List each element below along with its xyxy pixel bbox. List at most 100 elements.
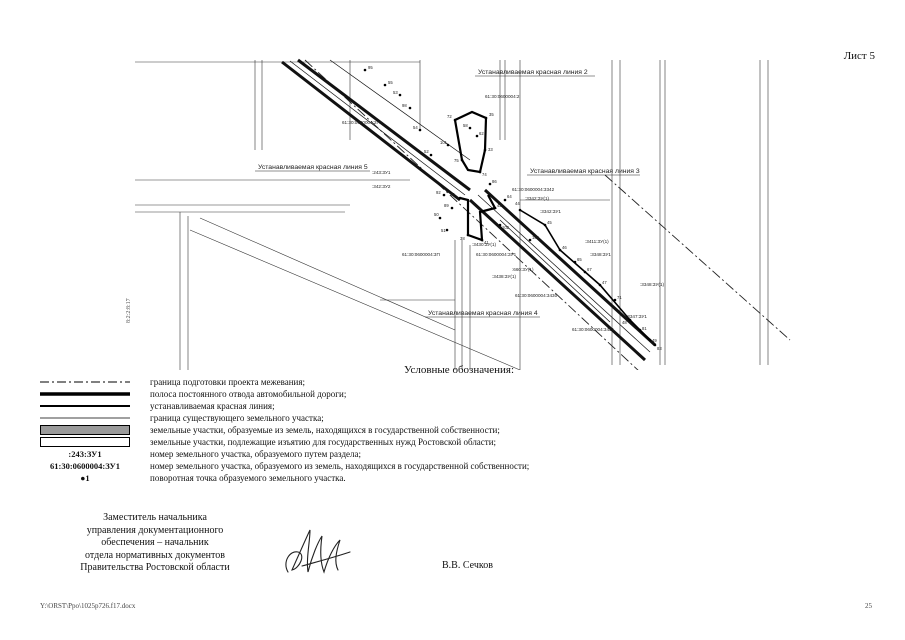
parcel-label: :3348:ЗУ1 bbox=[590, 252, 611, 257]
legend-item: граница подготовки проекта межевания; bbox=[40, 376, 680, 388]
road-band bbox=[281, 58, 657, 362]
parcel-label: 61:30:0600004:3П bbox=[402, 252, 440, 257]
white-box-symbol bbox=[40, 437, 130, 447]
svg-text:101: 101 bbox=[440, 140, 448, 145]
svg-text:51: 51 bbox=[441, 228, 446, 233]
position-line: отдела нормативных документов bbox=[85, 549, 225, 561]
svg-text:50: 50 bbox=[434, 212, 439, 217]
street-grid bbox=[135, 60, 769, 370]
road-inner-lines bbox=[289, 59, 651, 353]
red-line-2-label: Устанавливаемая красная линия 2 bbox=[478, 69, 588, 76]
red-line-4-label: Устанавливаемая красная линия 4 bbox=[428, 310, 538, 317]
parcel-label: :660:ЗУ(1) bbox=[512, 267, 534, 272]
dashdot-line-symbol bbox=[40, 381, 130, 383]
legend-text: поворотная точка образуемого земельного … bbox=[150, 473, 346, 483]
svg-text:46: 46 bbox=[562, 245, 567, 250]
svg-text:45: 45 bbox=[547, 220, 552, 225]
cadastral-map: Устанавливаемая красная линия 2 Устанавл… bbox=[135, 58, 791, 370]
file-path: Y:\ORST\Ppo\1025p726.f17.docx bbox=[40, 602, 136, 610]
parcel-label: :243:ЗУ1 bbox=[372, 170, 391, 175]
svg-text:65: 65 bbox=[577, 257, 582, 262]
legend-text: полоса постоянного отвода автомобильной … bbox=[150, 389, 347, 399]
svg-text:86: 86 bbox=[492, 179, 497, 184]
parcel-label: 61:30:0600004:3431 bbox=[572, 327, 615, 332]
svg-text:62: 62 bbox=[479, 131, 484, 136]
svg-text:75: 75 bbox=[454, 158, 459, 163]
parcel-label: :3347:ЗУ1 bbox=[626, 314, 647, 319]
margin-note: 8:2:2:8:17 bbox=[126, 298, 132, 323]
turning-points: 72 75 74 33 35 36 38 41 43 44 45 46 47 4… bbox=[363, 65, 662, 351]
legend-item: земельные участки, образуемые из земель,… bbox=[40, 424, 680, 436]
parcel-label: 61:30:0600004:2Гo bbox=[342, 120, 382, 125]
page-number: 25 bbox=[865, 602, 872, 610]
gray-box-symbol bbox=[40, 425, 130, 435]
svg-text:35: 35 bbox=[489, 112, 494, 117]
legend-text: граница существующего земельного участка… bbox=[150, 413, 324, 423]
parcel-label: 61:30:0600004:3430 bbox=[515, 293, 558, 298]
svg-text:72: 72 bbox=[447, 114, 452, 119]
position-line: Заместитель начальника bbox=[103, 512, 207, 523]
road-band-symbol bbox=[40, 392, 130, 396]
position-line: управления документационного bbox=[86, 524, 224, 536]
parcel-label: :3342:ЗУ1 bbox=[540, 209, 561, 214]
svg-text:54: 54 bbox=[413, 125, 418, 130]
legend-item: земельные участки, подлежащие изъятию дл… bbox=[40, 436, 680, 448]
svg-text:41: 41 bbox=[484, 240, 489, 245]
legend-item: :243:ЗУ1 номер земельного участка, образ… bbox=[40, 448, 680, 460]
thin-line-symbol bbox=[40, 417, 130, 419]
svg-text:44: 44 bbox=[515, 201, 520, 206]
svg-text:95: 95 bbox=[368, 65, 373, 70]
svg-text:71: 71 bbox=[617, 295, 622, 300]
svg-text:74: 74 bbox=[482, 172, 487, 177]
legend-item: устанавливаемая красная линия; bbox=[40, 400, 680, 412]
svg-text:47: 47 bbox=[602, 280, 607, 285]
parcel-label: :3438:ЗУ(1) bbox=[492, 274, 516, 279]
parcel-label: 61:30:0600004:2 bbox=[485, 94, 520, 99]
position-line: Правительства Ростовской области bbox=[80, 562, 230, 573]
legend-item: 61:30:0600004:ЗУ1 номер земельного участ… bbox=[40, 460, 680, 472]
red-line-3-label: Устанавливаемая красная линия 3 bbox=[530, 168, 640, 175]
legend-text: номер земельного участка, образуемого пу… bbox=[150, 449, 361, 459]
position-line: обеспечения – начальник bbox=[101, 537, 209, 548]
legend-text: номер земельного участка, образуемого из… bbox=[150, 461, 530, 471]
legend-text: земельные участки, образуемые из земель,… bbox=[150, 425, 500, 435]
svg-text:89: 89 bbox=[444, 203, 449, 208]
svg-text:92: 92 bbox=[436, 190, 441, 195]
legend-item: ●1 поворотная точка образуемого земельно… bbox=[40, 472, 680, 484]
svg-text:33: 33 bbox=[488, 147, 493, 152]
svg-text:102: 102 bbox=[502, 225, 510, 230]
legend-title: Условные обозначения: bbox=[404, 364, 515, 376]
svg-text:83: 83 bbox=[657, 346, 662, 351]
svg-text:55: 55 bbox=[388, 80, 393, 85]
legend: граница подготовки проекта межевания; по… bbox=[40, 376, 680, 484]
parcel-label: :3342:ЗУ(1) bbox=[525, 196, 549, 201]
svg-text:38: 38 bbox=[460, 236, 465, 241]
parcel-outline bbox=[453, 110, 488, 174]
sheet-label: Лист 5 bbox=[843, 50, 875, 62]
svg-text:43: 43 bbox=[497, 203, 502, 208]
svg-text:36: 36 bbox=[450, 192, 455, 197]
svg-text:67: 67 bbox=[587, 267, 592, 272]
parcel-label: :342:ЗУ2 bbox=[372, 184, 391, 189]
parcel-label: 61:30:0600004:3342 bbox=[512, 187, 555, 192]
svg-text:98: 98 bbox=[402, 103, 407, 108]
legend-text: земельные участки, подлежащие изъятию дл… bbox=[150, 437, 497, 447]
parcel-labels: 61:30:0600004:2Гo 61:30:0600004:2 :243:З… bbox=[342, 94, 664, 332]
parcel-split-number-symbol: :243:ЗУ1 bbox=[68, 449, 102, 459]
bold-line-symbol bbox=[40, 405, 130, 407]
parcel-label: :3430:ЗУ(1) bbox=[472, 242, 496, 247]
svg-text:105: 105 bbox=[532, 235, 540, 240]
parcel-label: :3348:ЗУ(1) bbox=[640, 282, 664, 287]
svg-text:52: 52 bbox=[424, 149, 429, 154]
svg-text:81: 81 bbox=[642, 326, 647, 331]
signer-name: В.В. Сечков bbox=[442, 560, 493, 571]
red-line-labels: Устанавливаемая красная линия 2 Устанавл… bbox=[255, 69, 640, 318]
legend-text: устанавливаемая красная линия; bbox=[150, 401, 275, 411]
project-boundary bbox=[304, 59, 791, 370]
state-parcel-number-symbol: 61:30:0600004:ЗУ1 bbox=[49, 461, 120, 471]
legend-text: граница подготовки проекта межевания; bbox=[150, 377, 306, 387]
turning-point-symbol: ●1 bbox=[80, 473, 90, 483]
legend-item: полоса постоянного отвода автомобильной … bbox=[40, 388, 680, 400]
svg-text:49: 49 bbox=[652, 338, 657, 343]
parcel-label: 61:30:0600004:ЗУ1 bbox=[476, 252, 517, 257]
